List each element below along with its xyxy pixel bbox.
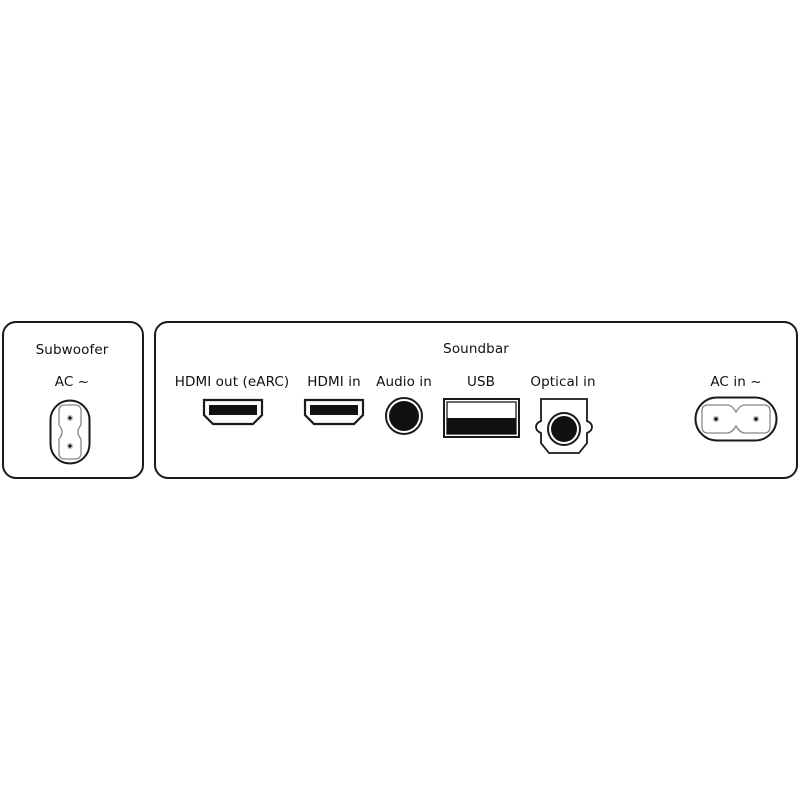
subwoofer-title: Subwoofer [35, 342, 109, 358]
subwoofer-ac-label: AC ~ [54, 374, 90, 390]
soundbar-title: Soundbar [443, 341, 509, 357]
hdmi-in-label: HDMI in [307, 374, 361, 390]
hdmi-port-icon [303, 398, 365, 426]
audio-in-label: Audio in [376, 374, 432, 390]
ac-power-socket-icon [49, 399, 91, 465]
optical-in-label: Optical in [530, 374, 596, 390]
audio-jack-icon [384, 396, 424, 436]
optical-port-icon [534, 397, 594, 455]
hdmi-port-icon [202, 398, 264, 426]
usb-label: USB [466, 374, 496, 390]
ac-in-label: AC in ~ [710, 374, 762, 390]
hdmi-out-earc-label: HDMI out (eARC) [174, 374, 290, 390]
usb-port-icon [443, 398, 520, 438]
ac-power-socket-icon [694, 396, 778, 442]
